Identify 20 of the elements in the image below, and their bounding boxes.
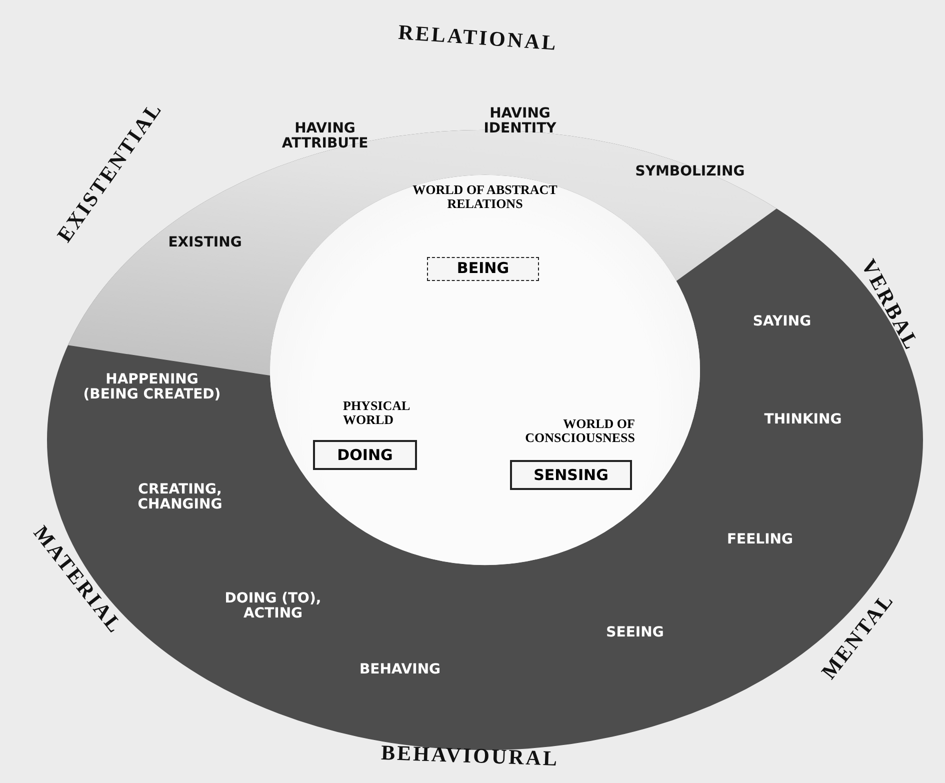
process-label: SAYING [752, 314, 812, 330]
process-label: EXISTING [168, 235, 242, 251]
process-label: THINKING [764, 412, 842, 428]
process-label: CREATING, CHANGING [136, 482, 224, 514]
process-box: DOING [313, 440, 417, 470]
process-label: SYMBOLIZING [635, 164, 745, 180]
process-box: SENSING [510, 460, 632, 490]
process-label: HAVING ATTRIBUTE [280, 122, 370, 152]
process-box: BEING [427, 257, 539, 281]
world-heading: PHYSICAL WORLD [343, 399, 411, 426]
process-label: HAVING IDENTITY [482, 106, 558, 138]
category-label: BEHAVIOURAL [380, 741, 560, 771]
category-label: RELATIONAL [398, 20, 558, 56]
process-label: HAPPENING (BEING CREATED) [82, 372, 222, 404]
process-label: SEEING [606, 625, 664, 641]
process-label: FEELING [726, 532, 794, 548]
process-label: DOING (TO), ACTING [224, 592, 322, 622]
process-label: BEHAVING [359, 662, 441, 678]
world-heading: WORLD OF CONSCIOUSNESS [524, 417, 635, 444]
world-heading: WORLD OF ABSTRACT RELATIONS [412, 183, 558, 210]
